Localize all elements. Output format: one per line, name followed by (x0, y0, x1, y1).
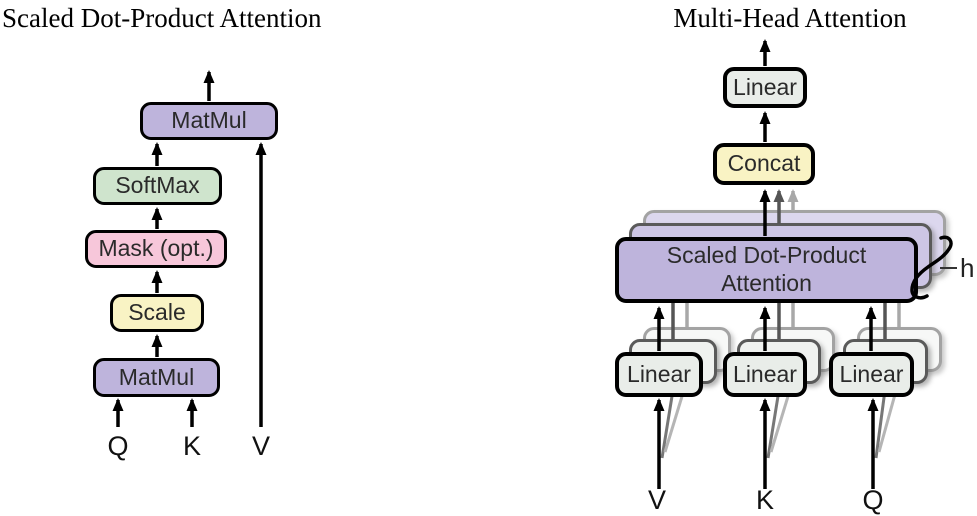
v-input-label: V (251, 431, 270, 461)
q-input-label: Q (107, 431, 129, 461)
linear-output-box: Linear (723, 67, 807, 108)
linear-v-label: Linear (627, 360, 691, 387)
concat-label: Concat (727, 150, 801, 177)
softmax-label: SoftMax (115, 172, 200, 199)
q-fan-dark (874, 389, 887, 459)
linear-v-box: Linear (615, 352, 703, 397)
scale-label: Scale (128, 299, 186, 326)
heads-count-label: h (960, 253, 975, 283)
v-fan-dark (660, 389, 675, 459)
heads-brace-curve (910, 235, 953, 300)
scaled-dot-product-attention-label: Scaled Dot-Product Attention (666, 242, 867, 296)
softmax-box: SoftMax (93, 167, 222, 205)
k-fan-dark (766, 389, 781, 459)
right-diagram-title: Multi-Head Attention (673, 3, 907, 33)
mask-box: Mask (opt.) (85, 230, 227, 268)
scaled-dot-product-attention-box: Scaled Dot-Product Attention (615, 237, 918, 303)
k-input-label-right: K (755, 485, 774, 515)
concat-box: Concat (713, 143, 815, 185)
linear-k-label: Linear (733, 360, 797, 387)
linear-q-box: Linear (829, 352, 914, 397)
matmul-bottom-label: MatMul (118, 363, 195, 390)
v-input-label-right: V (647, 485, 666, 515)
scale-box: Scale (110, 294, 204, 332)
linear-output-label: Linear (733, 73, 797, 100)
k-input-label: K (182, 431, 201, 461)
matmul-bottom-box: MatMul (93, 358, 220, 397)
matmul-top-label: MatMul (171, 107, 247, 134)
left-diagram-title: Scaled Dot-Product Attention (2, 3, 322, 33)
linear-q-label: Linear (839, 360, 904, 387)
matmul-top-box: MatMul (140, 102, 278, 140)
linear-k-box: Linear (723, 352, 807, 397)
mask-label: Mask (opt.) (98, 235, 214, 262)
q-input-label-right: Q (862, 485, 884, 515)
